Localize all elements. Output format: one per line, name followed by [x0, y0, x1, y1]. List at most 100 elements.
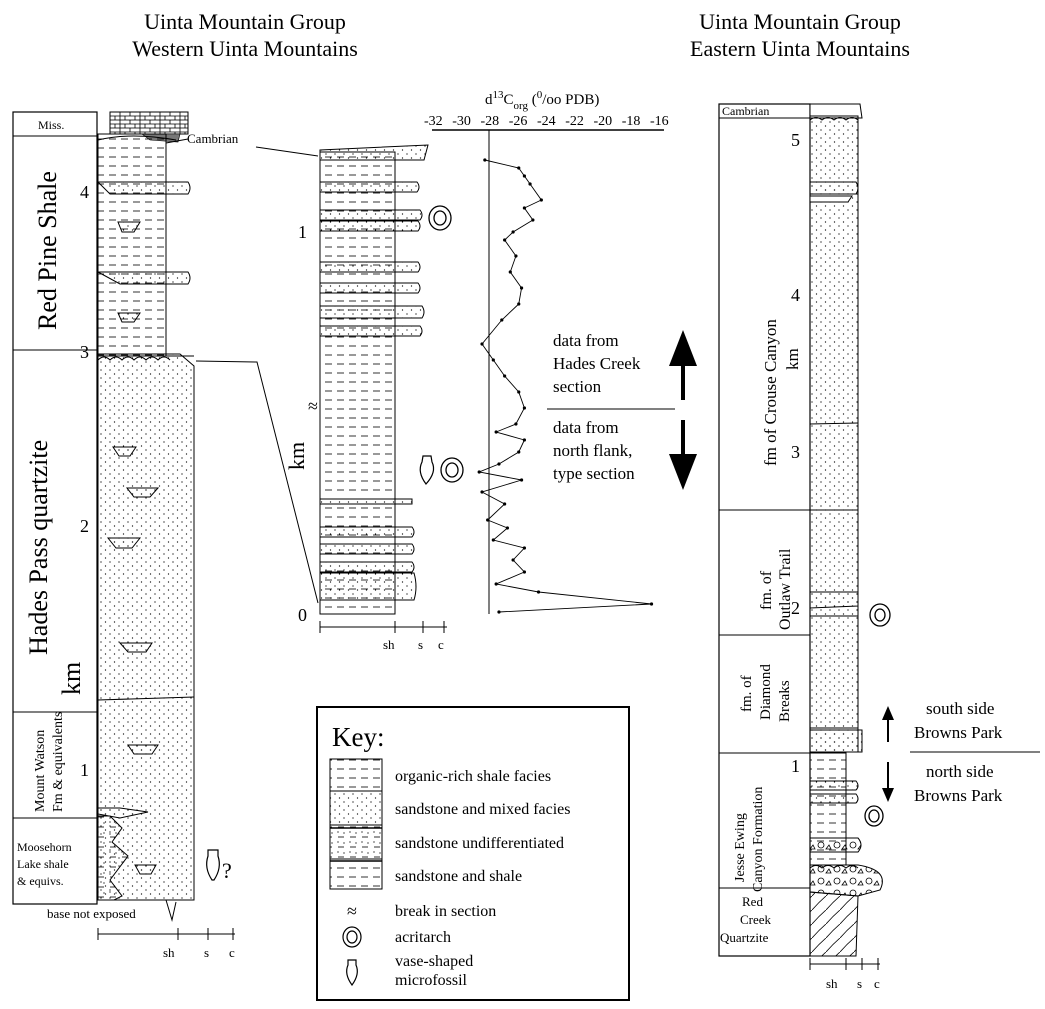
acritarch-icon	[441, 458, 463, 482]
west-column: Miss. Red Pine Shale Hades Pass quartzit…	[13, 112, 239, 960]
east-tick-4: 4	[791, 285, 800, 305]
east-column: Cambrian fm of Crouse Canyon km fm. of O…	[719, 104, 890, 991]
isotope-tick-5: -22	[565, 114, 584, 129]
crouse-canyon-label: fm of Crouse Canyon	[761, 319, 780, 466]
base-not-exposed-label: base not exposed	[47, 906, 136, 921]
west-tick-3: 3	[80, 342, 89, 362]
hades-creek-note: data from Hades Creek section data from …	[547, 331, 675, 483]
acritarch-icon	[870, 604, 890, 626]
miss-label: Miss.	[38, 118, 64, 132]
isotope-point-24	[478, 470, 481, 473]
key-item-sand-undiff: sandstone undifferentiated	[395, 835, 564, 852]
middle-break-symbol: ≈	[308, 396, 318, 416]
isotope-tick-3: -26	[509, 114, 528, 129]
west-tick-4: 4	[80, 182, 89, 202]
isotope-point-34	[495, 582, 498, 585]
outlaw-label-1: fm. of	[758, 570, 775, 610]
red-creek-label-3: Quartzite	[720, 930, 769, 945]
isotope-point-16	[503, 374, 506, 377]
arrow-up-icon	[669, 330, 697, 400]
legend-key: Key: organic-rich shale facies sandstone…	[317, 707, 629, 1000]
isotope-tick-8: -16	[650, 114, 669, 129]
note-down-line2: north flank,	[553, 441, 632, 460]
isotope-plot: d13Corg (0/oo PDB) -32-30-28-26-24-22-20…	[424, 89, 669, 614]
isotope-tick-7: -18	[622, 114, 641, 129]
middle-axis-c: c	[438, 637, 444, 652]
east-tick-2: 2	[791, 598, 800, 618]
east-facies-axis: sh s c	[810, 958, 880, 991]
isotope-point-25	[520, 478, 523, 481]
jesse-ewing-label-1: Jesse Ewing	[733, 813, 748, 882]
isotope-point-36	[650, 602, 653, 605]
isotope-point-11	[520, 286, 523, 289]
key-swatch-shale	[330, 759, 382, 791]
isotope-point-10	[509, 270, 512, 273]
isotope-point-9	[514, 254, 517, 257]
arrow-down-icon	[882, 762, 894, 802]
isotope-point-4	[540, 198, 543, 201]
isotope-tick-6: -20	[594, 114, 613, 129]
note-up-line2: Hades Creek	[553, 354, 641, 373]
vase-question-mark: ?	[222, 858, 232, 883]
note-up-line3: section	[553, 377, 602, 396]
acritarch-icon	[865, 806, 883, 826]
key-item-sand-shale: sandstone and shale	[395, 868, 522, 885]
isotope-point-20	[495, 430, 498, 433]
isotope-point-0	[483, 158, 486, 161]
key-item-vase-1: vase-shaped	[395, 953, 473, 970]
middle-tick-1: 1	[298, 222, 307, 242]
note-up-line1: data from	[553, 331, 619, 350]
isotope-point-17	[517, 390, 520, 393]
isotope-point-35	[537, 590, 540, 593]
isotope-point-23	[497, 462, 500, 465]
moosehorn-label-2: Lake shale	[17, 857, 69, 871]
key-swatch-sand-mixed	[330, 791, 382, 825]
west-tick-2: 2	[80, 516, 89, 536]
east-axis-s: s	[857, 976, 862, 991]
west-cambrian-label: Cambrian	[187, 131, 239, 146]
isotope-tick-0: -32	[424, 114, 443, 129]
west-axis-sh: sh	[163, 945, 175, 960]
isotope-point-15	[492, 358, 495, 361]
note-down-line3: type section	[553, 464, 635, 483]
south-side-line1: south side	[926, 699, 994, 718]
diamond-label-2: Diamond	[758, 664, 774, 720]
isotope-point-13	[500, 318, 503, 321]
isotope-point-21	[523, 438, 526, 441]
hades-km-label: km	[57, 662, 86, 695]
crouse-km-label: km	[783, 348, 802, 370]
isotope-point-18	[523, 406, 526, 409]
key-title: Key:	[332, 722, 384, 752]
vase-microfossil-icon	[207, 850, 220, 880]
west-axis-s: s	[204, 945, 209, 960]
correlation-line-bottom	[196, 361, 318, 603]
red-pine-label: Red Pine Shale	[33, 171, 62, 330]
isotope-point-27	[503, 502, 506, 505]
moosehorn-label-1: Moosehorn	[17, 840, 72, 854]
diamond-label-3: Breaks	[777, 680, 793, 722]
isotope-point-30	[492, 538, 495, 541]
east-axis-c: c	[874, 976, 880, 991]
east-tick-1: 1	[791, 756, 800, 776]
east-cambrian-label: Cambrian	[722, 104, 769, 118]
middle-axis-s: s	[418, 637, 423, 652]
key-item-shale: organic-rich shale facies	[395, 768, 551, 785]
east-tick-5: 5	[791, 130, 800, 150]
east-tick-3: 3	[791, 442, 800, 462]
west-tick-1: 1	[80, 760, 89, 780]
key-item-acritarch: acritarch	[395, 929, 451, 946]
isotope-point-1	[517, 166, 520, 169]
isotope-point-26	[480, 490, 483, 493]
red-creek-label-2: Creek	[740, 912, 772, 927]
arrow-up-icon	[882, 706, 894, 742]
red-creek-unit	[810, 892, 858, 956]
isotope-tick-1: -30	[452, 114, 471, 129]
west-facies-axis: sh s c	[98, 928, 235, 960]
mount-watson-label-1: Mount Watson	[33, 730, 48, 812]
key-item-break: break in section	[395, 903, 496, 920]
isotope-point-7	[511, 230, 514, 233]
isotope-point-2	[523, 174, 526, 177]
isotope-point-19	[514, 422, 517, 425]
isotope-point-28	[486, 518, 489, 521]
